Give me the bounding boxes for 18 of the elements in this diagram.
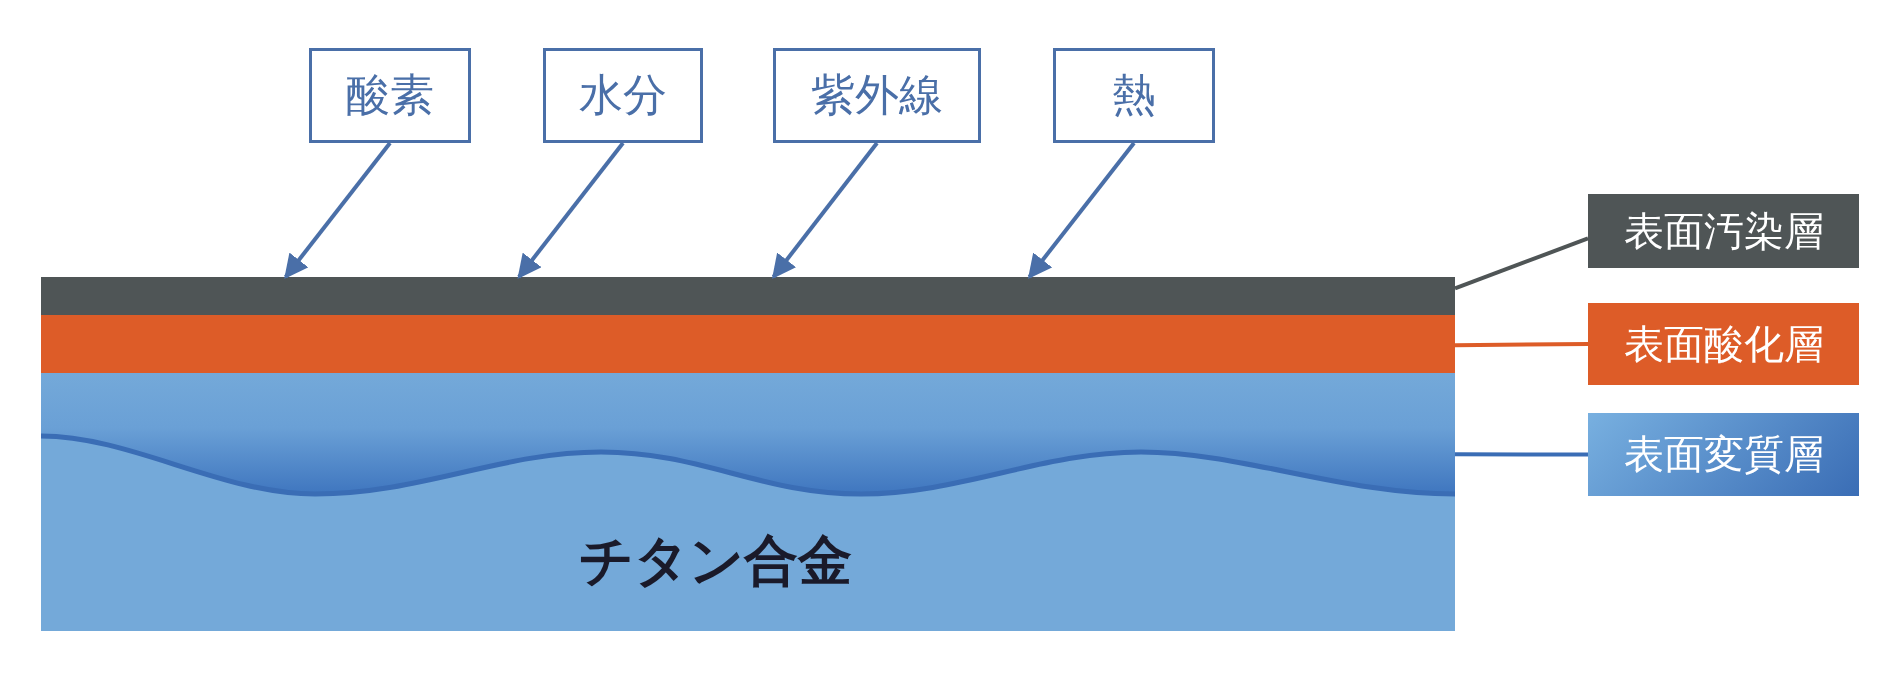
factor-box: 紫外線 (773, 48, 981, 143)
arrow (517, 141, 625, 279)
layer-name-box: 表面変質層 (1588, 413, 1859, 496)
factor-box: 熱 (1053, 48, 1215, 143)
factor-box: 酸素 (309, 48, 471, 143)
arrow (1027, 141, 1136, 279)
factor-box: 水分 (543, 48, 703, 143)
layer-name-box: 表面酸化層 (1588, 303, 1859, 385)
alloy-block (41, 373, 1455, 631)
arrow (771, 141, 879, 279)
layer-band (41, 315, 1455, 373)
alloy-label: チタン合金 (579, 528, 852, 594)
arrow (284, 141, 392, 279)
leader-line (1455, 452, 1588, 457)
leader-line (1454, 342, 1589, 348)
layer-name-box: 表面汚染層 (1588, 194, 1859, 268)
layer-band (41, 277, 1455, 315)
leader-line (1454, 236, 1589, 291)
